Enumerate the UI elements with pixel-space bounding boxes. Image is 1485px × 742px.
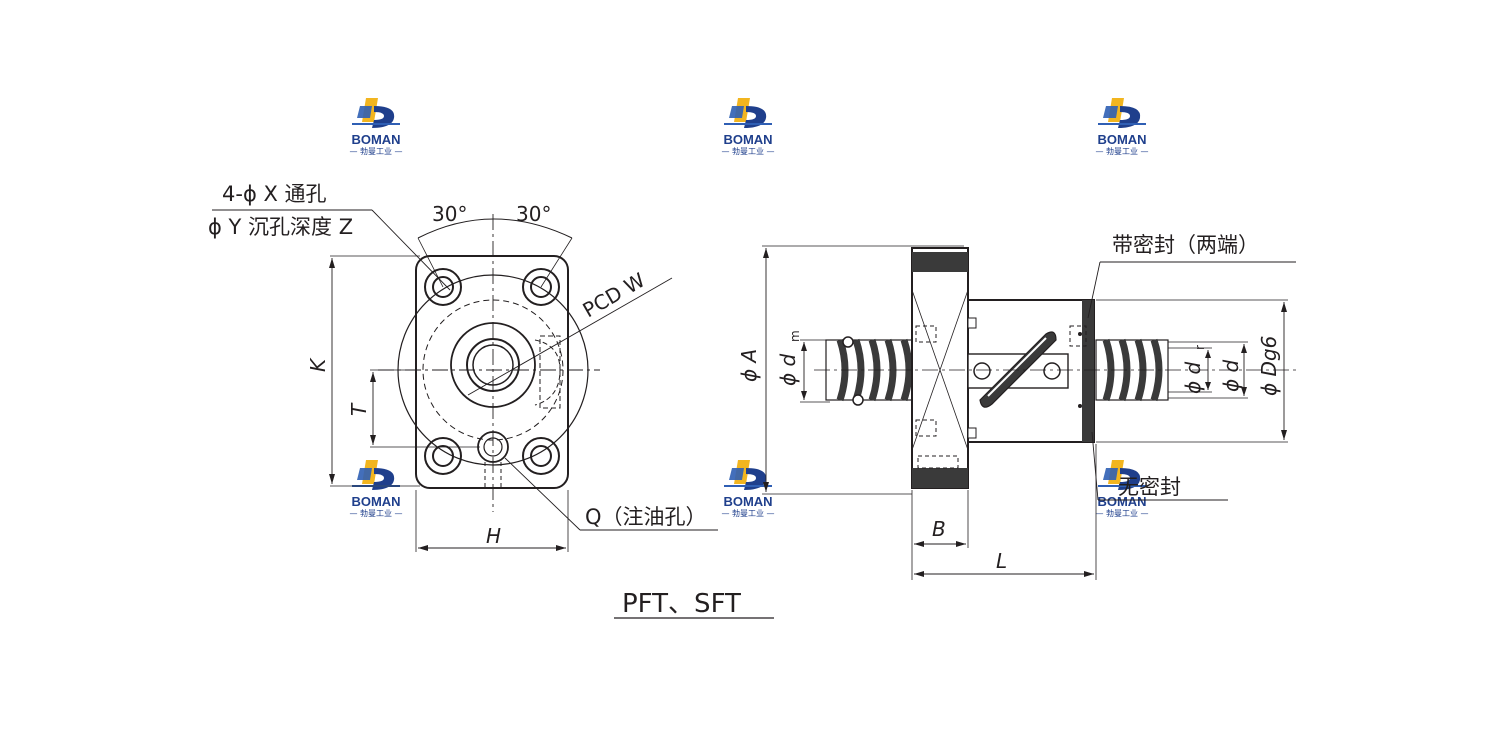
no-seal-label: 无密封	[1118, 475, 1181, 499]
brand-logo: BOMAN — 勃曼工业 —	[1095, 459, 1149, 518]
dim-a-label-group: ϕ A	[737, 349, 761, 382]
angle-ref-line	[540, 237, 573, 288]
brand-logo: BOMAN — 勃曼工业 —	[349, 97, 403, 156]
dim-k-label: K	[306, 357, 330, 372]
dim-dg6-label: ϕ Dg6	[1257, 336, 1281, 396]
brand-subtitle: — 勃曼工业 —	[721, 508, 774, 518]
dim-dm-label-group: ϕ d m	[776, 330, 802, 386]
angle-label-right: 30°	[516, 202, 551, 226]
bolt-hole	[522, 437, 560, 475]
brand-subtitle: — 勃曼工业 —	[721, 146, 774, 156]
dim-b-label: B	[932, 517, 946, 541]
nut-body-side	[967, 299, 1095, 443]
bolt-hole	[522, 268, 560, 306]
brand-name: BOMAN	[351, 494, 400, 509]
dim-h-label: H	[486, 524, 501, 548]
dim-t-label: T	[347, 402, 371, 416]
brand-logo: BOMAN — 勃曼工业 —	[1095, 97, 1149, 156]
pcd-leader	[467, 277, 673, 396]
dim-dg6-label-group: ϕ Dg6	[1257, 336, 1281, 396]
angle-label-left: 30°	[432, 202, 467, 226]
brand-subtitle: — 勃曼工业 —	[349, 146, 402, 156]
angle-arc	[417, 218, 573, 239]
side-view	[762, 245, 1300, 580]
brand-logo: BOMAN — 勃曼工业 —	[349, 459, 403, 518]
oil-hole-leader	[504, 457, 581, 531]
dim-dm-subscript: m	[788, 330, 802, 342]
brand-logo: BOMAN — 勃曼工业 —	[721, 459, 775, 518]
flange-side	[911, 247, 969, 489]
hole-callout-leader	[371, 209, 451, 291]
figure-caption: PFT、SFT	[622, 589, 741, 619]
brand-name: BOMAN	[351, 132, 400, 147]
bolt-hole	[424, 268, 462, 306]
nut-outer	[450, 322, 536, 408]
flange-outline	[415, 255, 569, 489]
brand-name: BOMAN	[1097, 494, 1146, 509]
dim-d-label-group: ϕ d	[1219, 359, 1243, 392]
bolt-hole	[424, 437, 462, 475]
dim-d-label: ϕ d	[1219, 359, 1243, 392]
seal-both-leader	[1087, 261, 1101, 319]
hole-callout-line2: ϕ Y 沉孔深度 Z	[208, 215, 353, 239]
brand-subtitle: — 勃曼工业 —	[1095, 146, 1148, 156]
brand-subtitle: — 勃曼工业 —	[1095, 508, 1148, 518]
hole-callout-line1: 4-ϕ X 通孔	[222, 182, 327, 206]
return-tube-box	[539, 335, 561, 409]
brand-logo: BOMAN — 勃曼工业 —	[721, 97, 775, 156]
dim-a-label: ϕ A	[737, 349, 761, 382]
return-tube-hidden	[534, 339, 561, 406]
pcd-circle-inner	[422, 299, 564, 441]
brand-name: BOMAN	[723, 494, 772, 509]
nut-bore	[466, 338, 520, 392]
dim-dr-label: ϕ d	[1181, 361, 1205, 394]
front-view	[212, 209, 718, 552]
nut-bore-inner	[472, 344, 514, 386]
seal-both-ends-label: 带密封（两端）	[1112, 233, 1259, 257]
brand-name: BOMAN	[723, 132, 772, 147]
brand-name: BOMAN	[1097, 132, 1146, 147]
brand-subtitle: — 勃曼工业 —	[349, 508, 402, 518]
dim-dr-label-group: ϕ d r	[1181, 345, 1207, 394]
angle-ref-line	[417, 237, 444, 288]
pcd-label: PCD W	[579, 268, 650, 323]
oil-hole-label: Q（注油孔）	[585, 505, 707, 529]
no-seal-leader	[1091, 431, 1099, 501]
screw-shaft-left	[825, 336, 915, 406]
dim-dm-label: ϕ d	[776, 353, 800, 386]
dim-l-label: L	[996, 549, 1007, 573]
dim-dr-subscript: r	[1193, 345, 1207, 350]
